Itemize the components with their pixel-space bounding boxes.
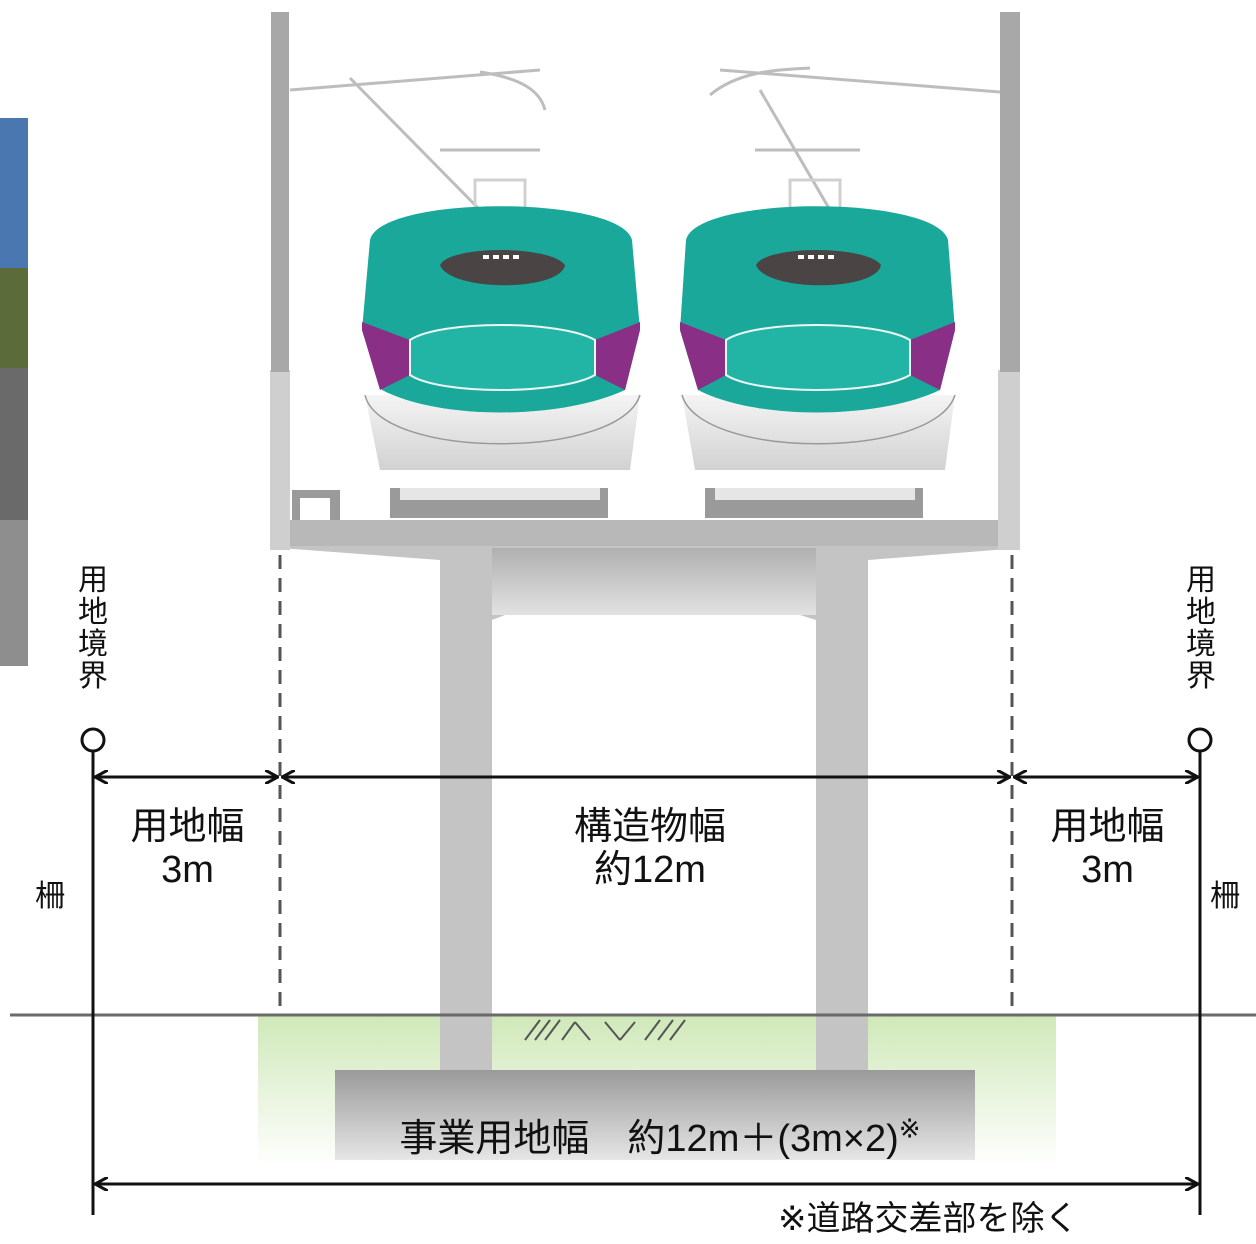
footing — [335, 1070, 975, 1160]
catenary-pole-left — [271, 12, 289, 372]
side-wall-right — [998, 370, 1020, 550]
structure-width-value: 約12m — [594, 848, 706, 891]
overhead-wires — [289, 66, 1001, 212]
fence-label-right: 柵 — [1210, 880, 1240, 913]
background-photo-strip — [0, 118, 28, 666]
soil-hatch — [524, 1019, 686, 1041]
total-width-label: 事業用地幅 約12m＋(3m×2)※ — [300, 1115, 1020, 1161]
train-right — [680, 178, 956, 518]
column-left — [440, 548, 492, 1070]
column-right — [816, 548, 868, 1070]
structure-width-label: 構造物幅 約12m — [540, 806, 760, 891]
land-width-label-left: 用地幅 3m — [110, 806, 265, 891]
footnote: ※道路交差部を除く — [778, 1200, 1079, 1238]
crossbeam-block — [492, 548, 816, 615]
land-width-title-right: 用地幅 — [1050, 806, 1165, 848]
land-width-title-left: 用地幅 — [130, 806, 245, 848]
cable-trough — [292, 490, 340, 520]
train-left — [362, 178, 641, 518]
fence-label-left: 柵 — [35, 880, 65, 913]
boundary-label-left: 用地境界 — [78, 564, 108, 694]
boundary-marker-left — [80, 727, 106, 753]
total-width-mark: ※ — [898, 1113, 921, 1144]
structure-width-title: 構造物幅 — [573, 806, 726, 848]
boundary-marker-right — [1187, 727, 1213, 753]
land-width-label-right: 用地幅 3m — [1030, 806, 1185, 891]
side-wall-left — [270, 370, 290, 550]
total-width-text: 事業用地幅 約12m＋(3m×2) — [399, 1118, 899, 1160]
land-width-value-left: 3m — [161, 848, 214, 891]
land-width-value-right: 3m — [1081, 848, 1134, 891]
deck-slab — [280, 520, 1020, 546]
boundary-label-right: 用地境界 — [1186, 564, 1216, 694]
catenary-pole-right — [1000, 12, 1020, 372]
